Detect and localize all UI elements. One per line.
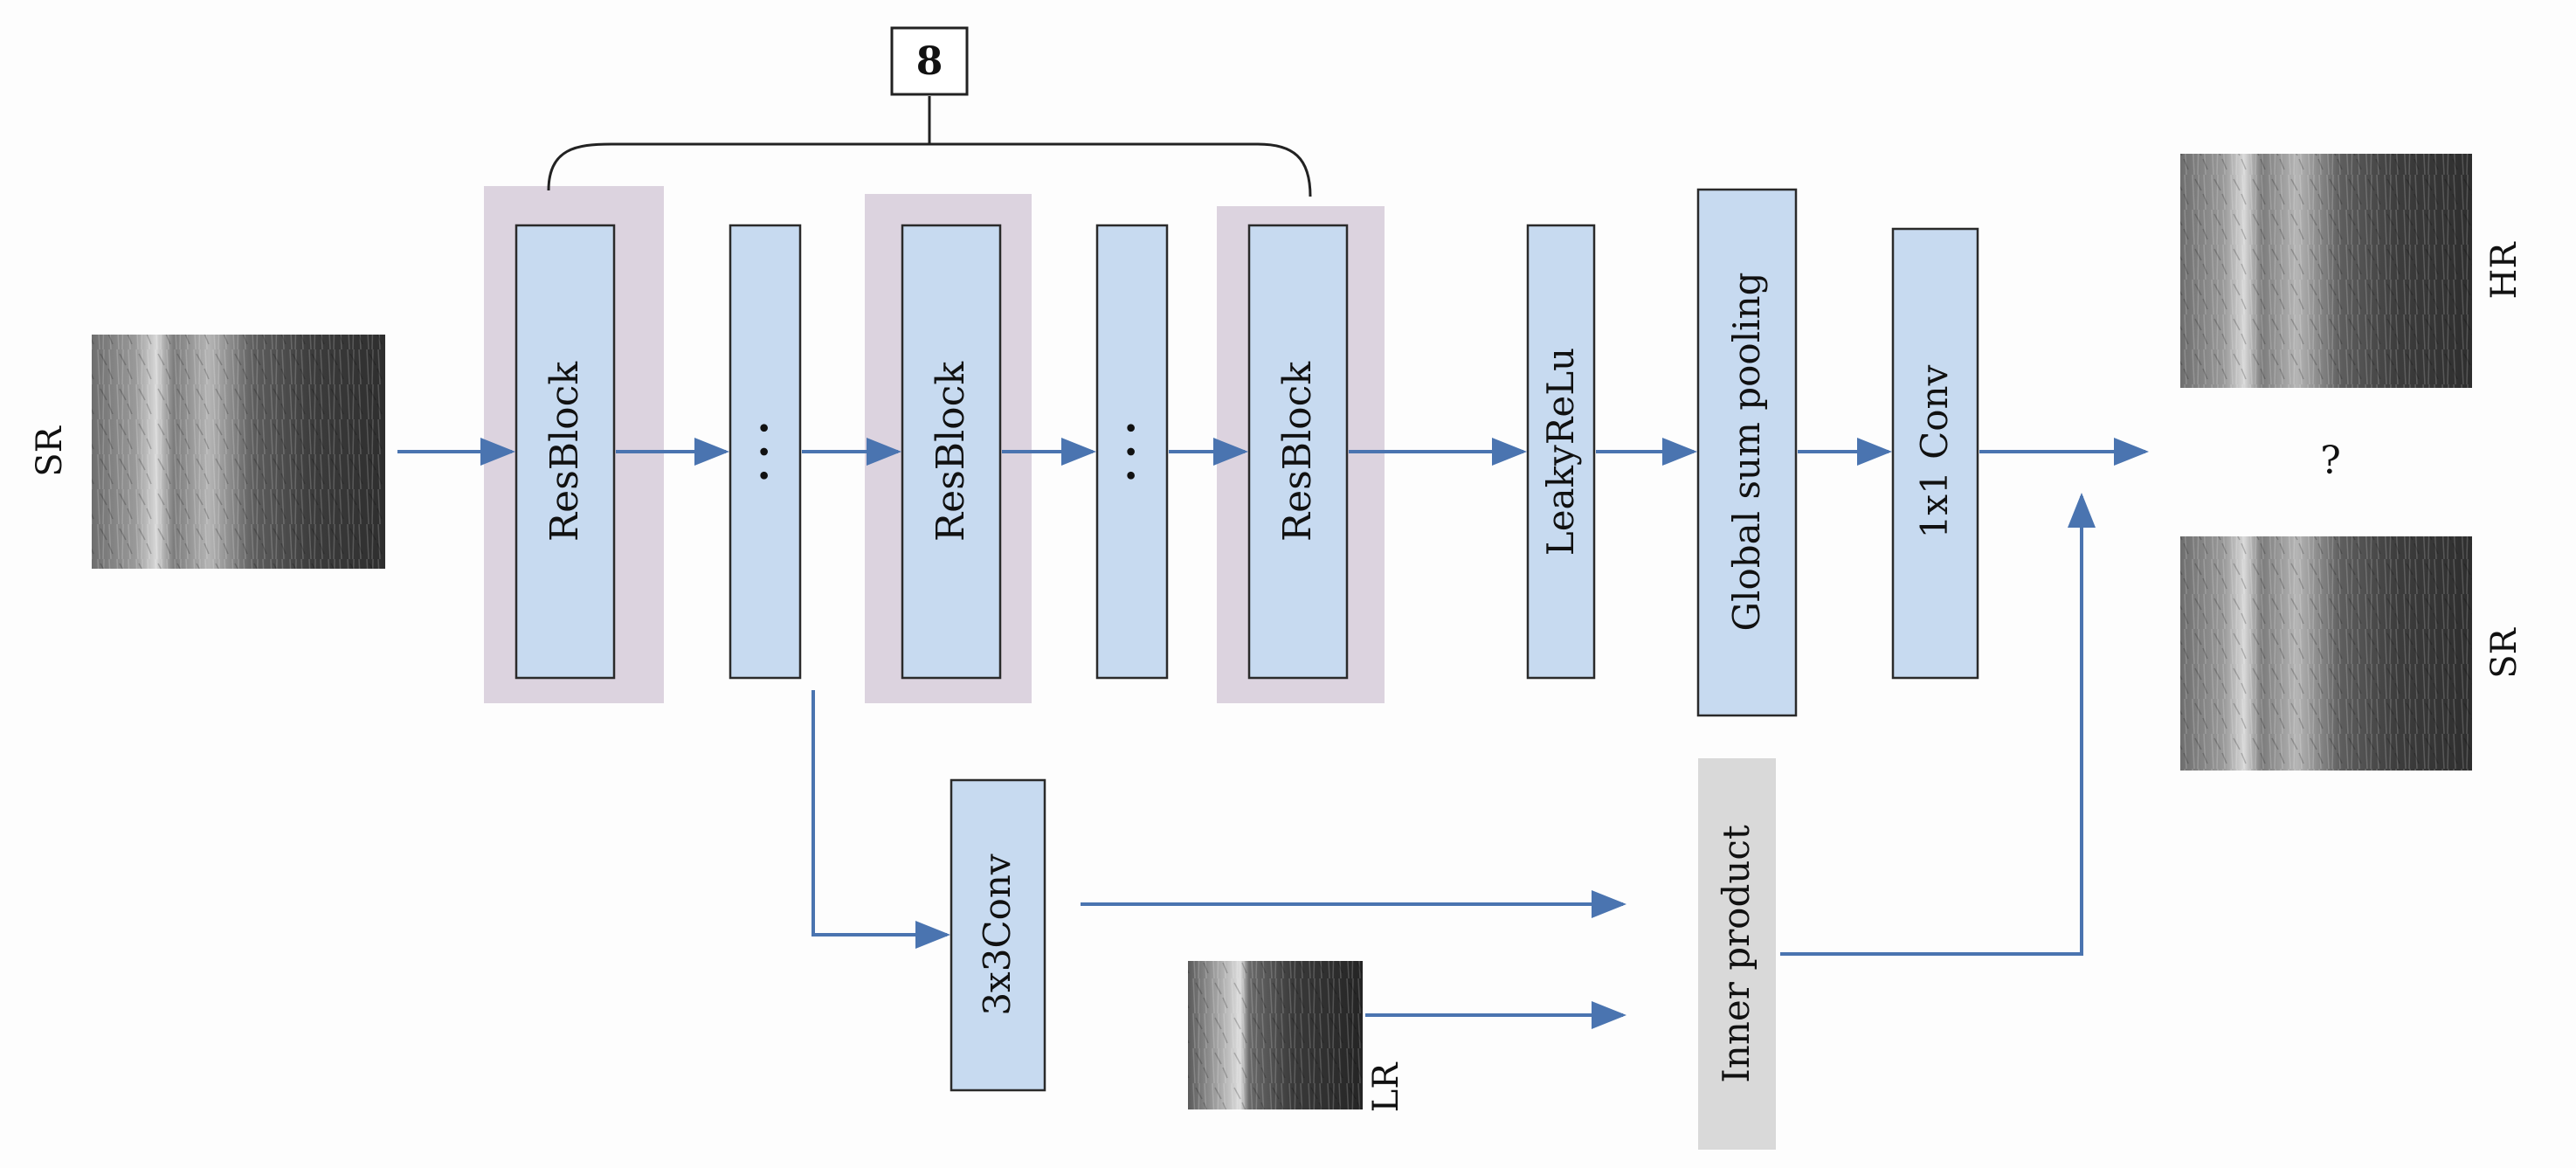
hr-output-label: HR (2484, 241, 2524, 300)
resblock-2-label: ResBlock (929, 362, 973, 542)
repeat-bracket (547, 142, 1312, 197)
arrow-inner-product-to-output (1780, 493, 2096, 956)
ellipsis-2: • • • (1117, 420, 1148, 483)
ellipsis-block-2 (1095, 224, 1169, 680)
leaky-relu-label: LeakyReLu (1539, 348, 1582, 556)
resblock-1-label: ResBlock (542, 362, 587, 542)
conv-1x1-block (1891, 227, 1979, 680)
lr-label: LR (1366, 1061, 1406, 1113)
question-mark: ? (2320, 439, 2341, 483)
input-sr-label: SR (30, 425, 70, 476)
resblock-3-label: ResBlock (1275, 362, 1320, 542)
resblock-3 (1247, 224, 1349, 680)
global-sum-pooling-label: Global sum pooling (1725, 272, 1768, 631)
sr-output-label: SR (2484, 626, 2524, 678)
inner-product-block (1698, 758, 1776, 1150)
conv-3x3-label: 3x3Conv (976, 854, 1019, 1016)
resblock-1 (515, 224, 616, 680)
resblock-2 (901, 224, 1002, 680)
global-sum-pooling-block (1696, 188, 1798, 717)
repeat-count-box (890, 26, 969, 96)
ellipsis-block-1 (729, 224, 802, 680)
repeat-count: 8 (916, 39, 943, 84)
conv-3x3-block (950, 778, 1046, 1092)
inner-product-label: Inner product (1715, 825, 1758, 1083)
arrow-branch-to-conv3x3 (811, 690, 950, 949)
sr-output-image (2180, 536, 2472, 771)
hr-output-image (2180, 154, 2472, 388)
ellipsis-1: • • • (750, 420, 781, 483)
input-sr-image (92, 335, 385, 569)
leaky-relu-block (1526, 224, 1596, 680)
lr-image (1188, 961, 1363, 1109)
conv-1x1-label: 1x1 Conv (1913, 364, 1956, 538)
